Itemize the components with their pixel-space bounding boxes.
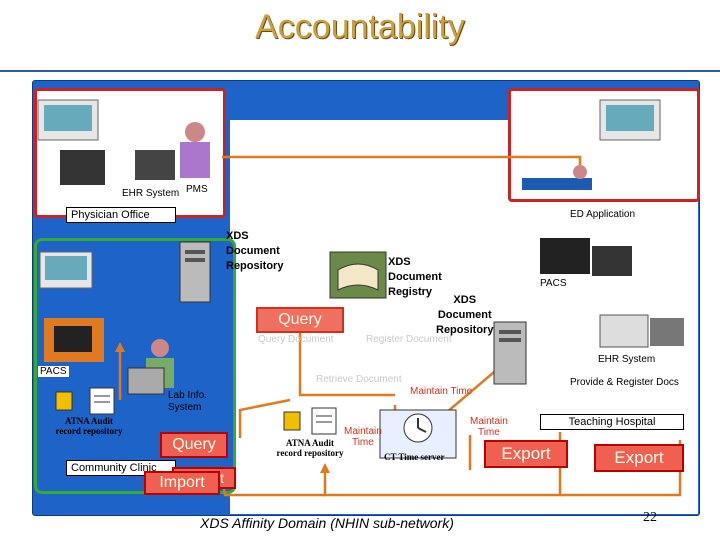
xds-repo-right-line2: Document — [437, 309, 492, 321]
ct-time-server-label: CT Time server — [384, 452, 445, 462]
maintain-time-3-line2: Time — [477, 427, 500, 438]
provide-register-label: Provide & Register Docs — [570, 377, 679, 388]
pms-label: PMS — [186, 184, 208, 195]
query-document-ghost: Query Document — [258, 334, 334, 345]
title-rule — [0, 70, 720, 72]
export-right-button[interactable]: Export — [594, 444, 684, 472]
arrow-left-curve — [238, 398, 291, 438]
arrow-bottom-left — [220, 477, 325, 497]
lab-info-label: Lab Info. System — [168, 390, 207, 414]
atna-left-label: ATNA Audit record repository — [44, 416, 134, 436]
atna-left-line1: ATNA Audit — [64, 416, 114, 426]
lab-info-line2: System — [168, 402, 202, 413]
atna-center-line2: record repository — [276, 448, 344, 458]
xds-repo-right-line1: XDS — [453, 294, 477, 306]
export-center-button[interactable]: Export — [484, 440, 568, 468]
maintain-time-2-line1: Maintain — [344, 426, 382, 437]
xds-repository-left-icon — [179, 241, 211, 303]
physician-office-label: Physician Office — [66, 207, 176, 223]
arrowhead-bottom — [320, 463, 330, 473]
maintain-time-label-1: Maintain Time — [410, 386, 473, 397]
pacs-right-icon — [540, 238, 632, 276]
maintain-time-label-2: Maintain Time — [344, 426, 382, 448]
ct-time-server-icon — [379, 409, 457, 459]
ehr-system-right-icon — [599, 314, 684, 348]
person-icon-po — [135, 122, 210, 180]
computer-icon-po — [37, 99, 105, 185]
lab-equipment-icon — [127, 367, 165, 395]
register-document-ghost: Register Document — [366, 334, 452, 345]
xds-repository-right-label: XDS Document Repository — [436, 293, 493, 338]
lab-info-line1: Lab Info. — [168, 390, 207, 401]
page-number: 22 — [643, 510, 657, 525]
atna-left-line2: record repository — [55, 426, 123, 436]
xds-repository-left-label: XDS Document Repository — [226, 229, 283, 274]
ed-computer-icon — [599, 99, 661, 141]
stretcher-icon — [522, 165, 592, 190]
teaching-hospital-label: Teaching Hospital — [540, 414, 684, 430]
ed-application-label: ED Application — [570, 209, 636, 220]
xds-repo-left-line1: XDS — [226, 230, 249, 242]
cc-pacs-icon — [44, 318, 104, 362]
slide-title: Accountability — [255, 8, 465, 46]
ehr-system-po-label: EHR System — [122, 188, 180, 199]
ehr-system-right-label: EHR System — [598, 354, 656, 365]
import-button-2[interactable]: Import — [144, 471, 220, 495]
xds-repo-left-line2: Document — [226, 245, 280, 257]
atna-left-icon — [55, 387, 115, 415]
maintain-time-2-line2: Time — [351, 437, 374, 448]
arrow-po-to-ed — [222, 155, 582, 175]
atna-center-label: ATNA Audit record repository — [268, 438, 352, 458]
xds-repository-right-icon — [493, 321, 527, 385]
arrowhead-left-up — [115, 342, 125, 352]
query-center-button[interactable]: Query — [256, 307, 344, 333]
cc-computer-icon — [39, 251, 93, 289]
pacs-right-label: PACS — [540, 278, 567, 289]
xds-repo-right-line3: Repository — [436, 324, 494, 336]
query-left-button[interactable]: Query — [160, 432, 228, 458]
xds-registry-label: XDS Document Registry — [388, 255, 442, 300]
xds-registry-line2: Document — [388, 271, 442, 283]
atna-center-icon — [283, 407, 337, 435]
atna-center-line1: ATNA Audit — [285, 438, 335, 448]
retrieve-document-ghost: Retrieve Document — [316, 374, 402, 385]
xds-registry-icon — [329, 251, 387, 299]
xds-registry-line1: XDS — [388, 256, 411, 268]
footer-caption: XDS Affinity Domain (NHIN sub-network) — [200, 515, 454, 531]
maintain-time-3-line1: Maintain — [470, 416, 508, 427]
xds-registry-line3: Registry — [388, 286, 433, 298]
maintain-time-label-3: Maintain Time — [470, 416, 508, 438]
pacs-left-label: PACS — [38, 366, 69, 377]
xds-repo-left-line3: Repository — [226, 260, 284, 272]
